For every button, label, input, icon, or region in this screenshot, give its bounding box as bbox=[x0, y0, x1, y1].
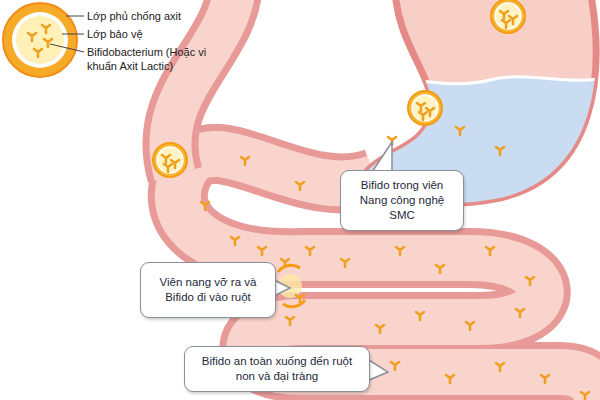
acid-surface bbox=[350, 76, 600, 84]
callout-box: Viên nang vỡ ra và Bifido đi vào ruột bbox=[140, 262, 276, 318]
leader-line bbox=[62, 34, 84, 35]
layer-label: Lớp phủ chống axit bbox=[87, 9, 237, 23]
callout-text: Bifido trong viên Nang công nghệ SMC bbox=[349, 178, 455, 223]
capsule-fragment bbox=[278, 265, 300, 272]
callout-tail bbox=[369, 360, 388, 380]
capsule-fragment bbox=[283, 300, 305, 307]
leader-line bbox=[50, 44, 84, 52]
capsule-core bbox=[16, 16, 64, 64]
callout-tail bbox=[274, 280, 290, 296]
callout-tail bbox=[372, 142, 392, 172]
callout-box: Bifido trong viên Nang công nghệ SMC bbox=[340, 170, 464, 231]
callout-text: Bifido an toàn xuống đến ruột non và đại… bbox=[193, 354, 361, 384]
layer-label: Bifidobacterium (Hoặc vi khuẩn Axit Lact… bbox=[87, 45, 237, 74]
leader-line bbox=[66, 16, 84, 17]
callout-box: Bifido an toàn xuống đến ruột non và đại… bbox=[184, 346, 370, 392]
capsule-coating bbox=[3, 3, 77, 77]
callout-text: Viên nang vỡ ra và Bifido đi vào ruột bbox=[149, 275, 267, 305]
layer-label: Lớp bảo vệ bbox=[87, 27, 237, 41]
capsule-protective-layer bbox=[12, 12, 68, 68]
